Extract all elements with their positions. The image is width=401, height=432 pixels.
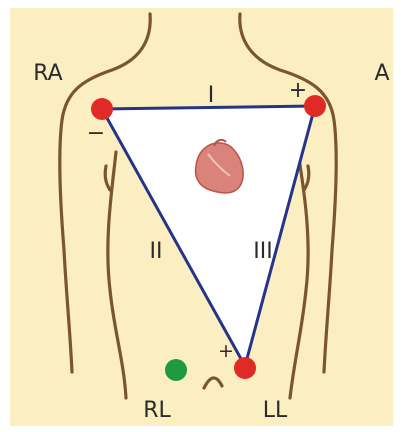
label-polarity-positive: + bbox=[289, 78, 307, 103]
electrode-left-arm bbox=[304, 95, 326, 117]
label-right-leg: RL bbox=[143, 398, 171, 423]
label-polarity-bottom: + bbox=[218, 340, 234, 362]
electrode-left-leg bbox=[234, 357, 256, 379]
label-lead-i: I bbox=[208, 83, 215, 108]
label-right-arm: RA bbox=[33, 61, 62, 86]
label-left-leg: LL bbox=[263, 398, 288, 423]
label-polarity-negative: − bbox=[87, 121, 105, 146]
electrode-right-arm bbox=[91, 98, 113, 120]
label-lead-ii: II bbox=[150, 239, 163, 264]
electrode-ground-right-leg bbox=[165, 359, 187, 381]
label-lead-iii: III bbox=[253, 239, 272, 264]
label-left-arm: A bbox=[374, 61, 389, 86]
